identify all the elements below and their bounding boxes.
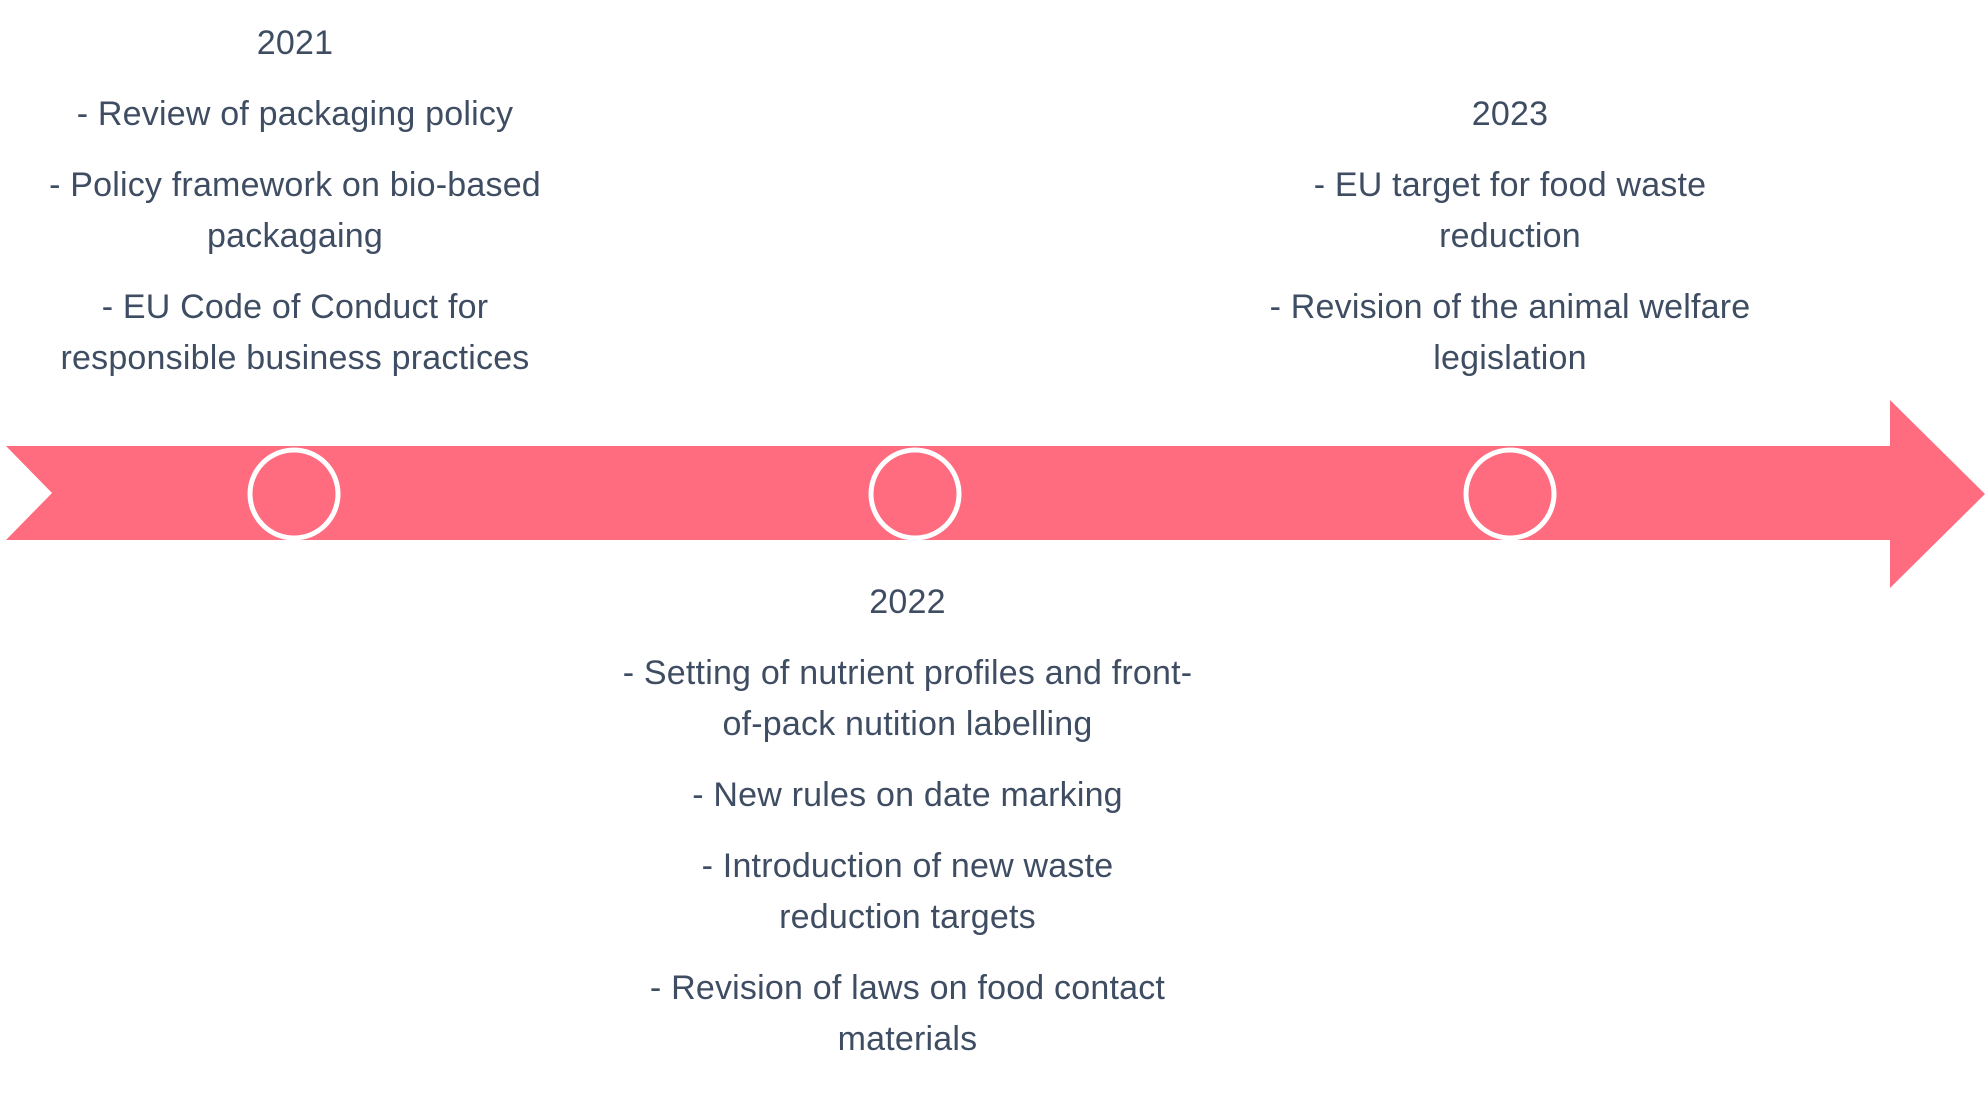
timeline-entry-2022: 2022 - Setting of nutrient profiles and … — [600, 577, 1215, 1065]
year-label: 2023 — [1471, 95, 1549, 133]
timeline-entry-2023: 2023 - EU target for food waste reductio… — [1230, 89, 1790, 384]
timeline-entry-2021: 2021 - Review of packaging policy - Poli… — [20, 18, 570, 384]
year-label: 2022 — [869, 583, 946, 621]
timeline-arrow — [6, 400, 1985, 588]
milestone-item: - Revision of the animal welfare legisla… — [1269, 288, 1751, 377]
milestone-item: - New rules on date marking — [692, 776, 1123, 814]
milestone-item: - EU target for food waste reduction — [1313, 166, 1707, 255]
milestone-item: - Setting of nutrient profiles and front… — [622, 654, 1193, 743]
timeline-marker-2021 — [247, 447, 341, 541]
milestone-item: - Review of packaging policy — [76, 95, 514, 133]
timeline-marker-2023 — [1463, 447, 1557, 541]
milestone-item: - Introduction of new waste reduction ta… — [701, 847, 1114, 936]
year-label: 2021 — [256, 24, 334, 62]
timeline-marker-2022 — [868, 447, 962, 541]
milestone-item: - Policy framework on bio-based packagai… — [49, 166, 541, 255]
milestone-item: - EU Code of Conduct for responsible bus… — [60, 288, 530, 377]
milestone-item: - Revision of laws on food contact mater… — [649, 969, 1166, 1058]
